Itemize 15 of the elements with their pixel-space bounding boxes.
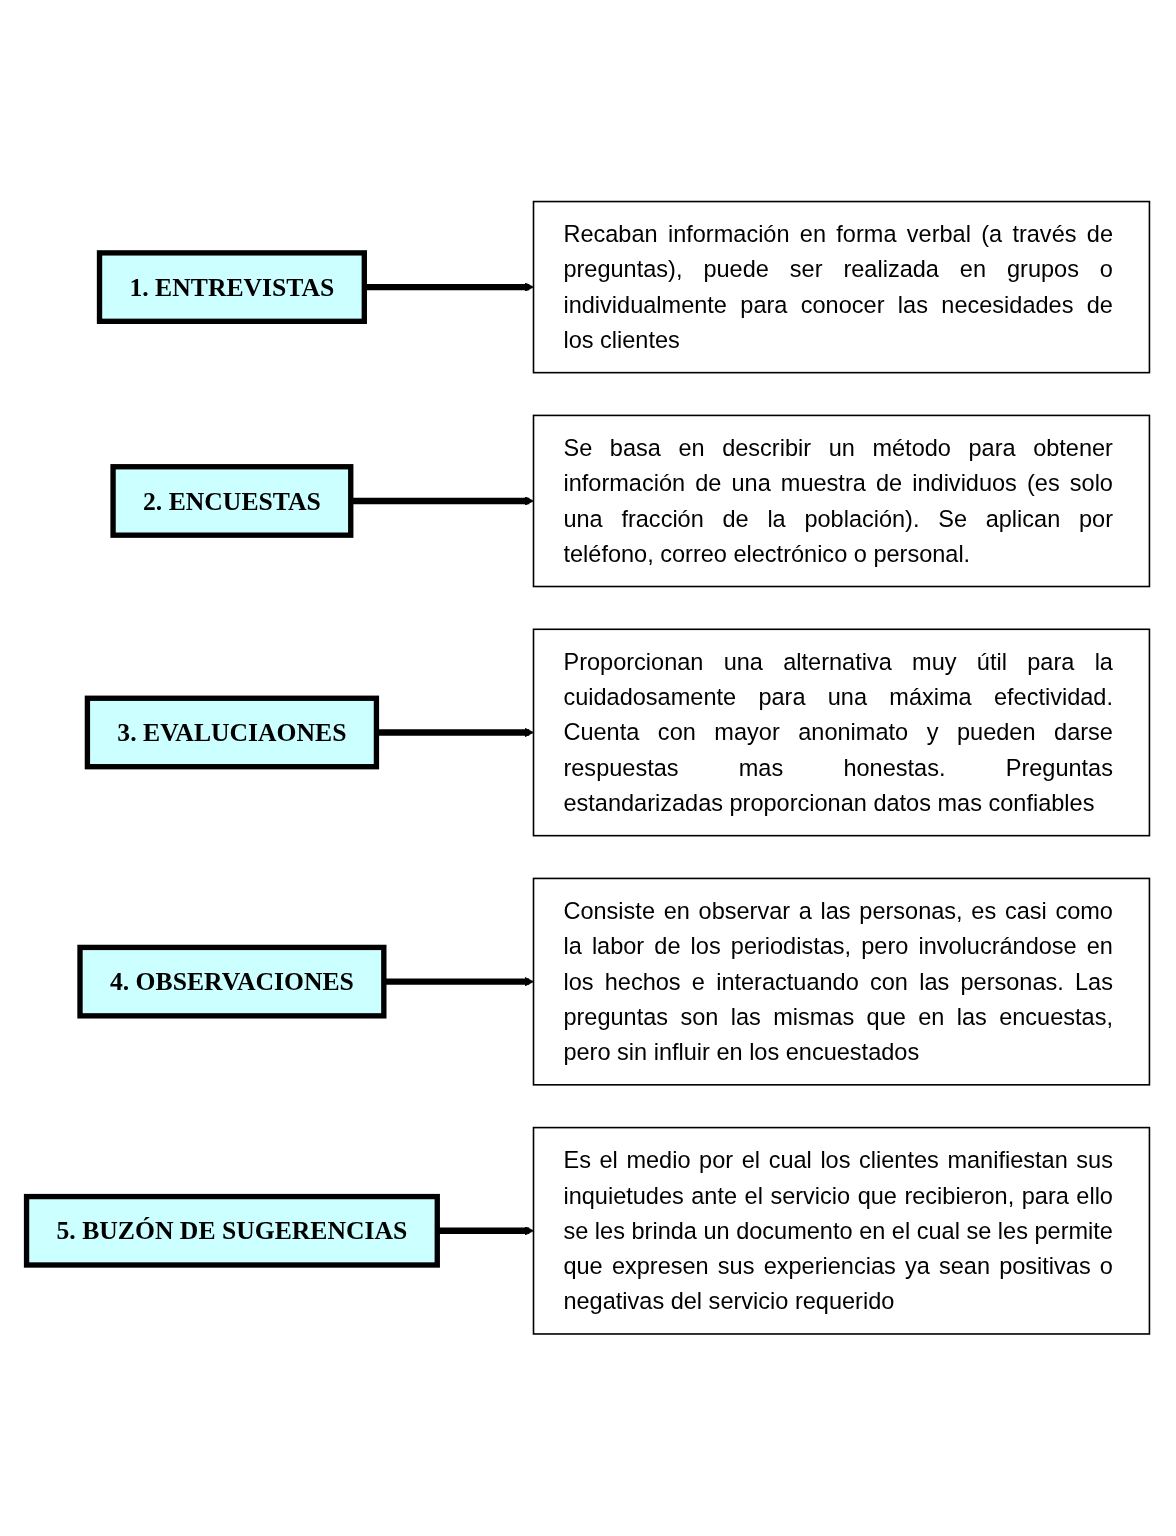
node-box: 2. ENCUESTAS bbox=[110, 464, 354, 539]
arrow bbox=[350, 496, 534, 506]
node-box: 4. OBSERVACIONES bbox=[77, 944, 387, 1019]
arrow bbox=[376, 728, 534, 738]
node-box: Recaban información en forma verbal (a través de preguntas), puede ser realizada en grupos o individualmente para conocer las necesidades de los clientes bbox=[532, 201, 1151, 374]
node-box: Proporcionan una alternativa muy útil para la cuidadosamente para una máxima efectividad. Cuenta con mayor anonimato y pueden darse respuestas mas honestas. Preguntas estandarizadas proporcionan datos mas confiables bbox=[532, 628, 1151, 837]
node-box: Es el medio por el cual los clientes manifiestan sus inquietudes ante el servicio que recibieron, para ello se les brinda un documento en el cual se les permite que expresen sus experiencias ya sean positivas o negativas del servicio requerido bbox=[532, 1127, 1151, 1335]
node-box: Se basa en describir un método para obtener información de una muestra de individuos (es solo una fracción de la población). Se aplican por teléfono, correo electrónico o personal. bbox=[532, 414, 1151, 588]
node-box: 1. ENTREVISTAS bbox=[96, 250, 367, 325]
arrow bbox=[437, 1226, 534, 1236]
node-box: 3. EVALUCIAONES bbox=[84, 695, 380, 770]
arrow bbox=[383, 977, 534, 987]
node-box: 5. BUZÓN DE SUGERENCIAS bbox=[23, 1194, 440, 1268]
node-box: Consiste en observar a las personas, es casi como la labor de los periodistas, pero involucrándose en los hechos e interactuando con las personas. Las preguntas son las mismas que en las encuestas, pero sin influir en los encuestados bbox=[532, 877, 1151, 1086]
arrow bbox=[364, 282, 534, 293]
